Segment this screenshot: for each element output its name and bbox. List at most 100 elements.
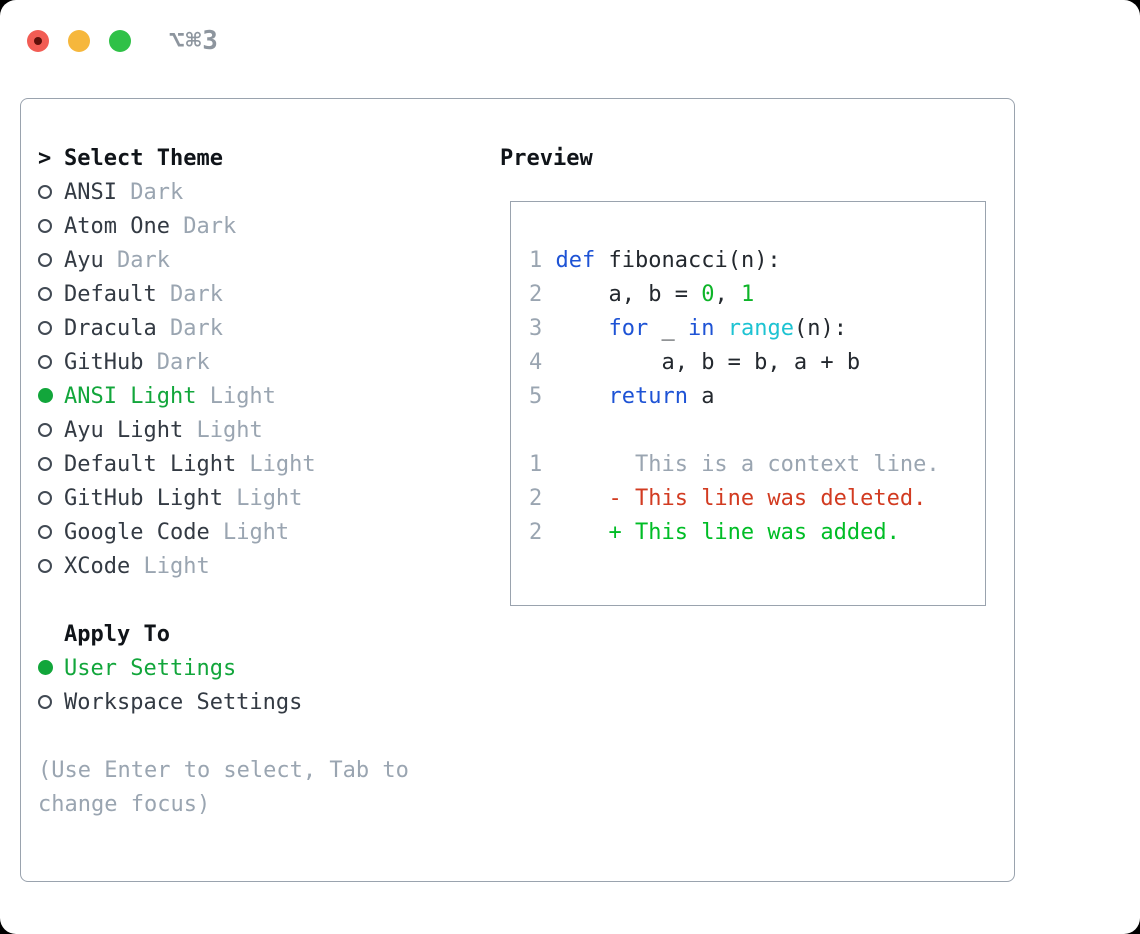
circle-icon: [38, 491, 52, 505]
option-label: Atom One: [64, 214, 170, 239]
line-number: 2: [529, 282, 543, 307]
variant-label: Light: [222, 486, 303, 511]
token-plain: [714, 316, 727, 341]
titlebar: ⌥⌘3: [27, 26, 219, 56]
circle-icon: [38, 287, 52, 301]
selected-radio-icon: [38, 652, 64, 686]
minimize-button[interactable]: [68, 30, 90, 52]
token-plain: a: [687, 384, 715, 409]
option-label: Default Light: [64, 452, 237, 477]
code-line: 5 return a: [529, 380, 985, 414]
close-button[interactable]: [27, 30, 49, 52]
theme-option-default-light[interactable]: Default Light Light: [38, 448, 468, 482]
theme-option-dracula[interactable]: Dracula Dark: [38, 312, 468, 346]
option-label: Dracula: [64, 316, 157, 341]
variant-label: Light: [196, 384, 276, 409]
radio-icon: [38, 516, 64, 550]
select-theme-header: > Select Theme: [38, 142, 468, 176]
token-plain: ,: [714, 282, 741, 307]
blank-line: [529, 414, 985, 448]
token-plain: _: [648, 316, 688, 341]
token-plain: [556, 384, 609, 409]
option-label: GitHub Light: [64, 486, 223, 511]
theme-option-github[interactable]: GitHub Dark: [38, 346, 468, 380]
token-num: 0: [701, 282, 715, 307]
theme-option-ayu-light[interactable]: Ayu Light Light: [38, 414, 468, 448]
theme-option-atom-one[interactable]: Atom One Dark: [38, 210, 468, 244]
line-number: 2: [529, 486, 543, 511]
variant-label: Dark: [143, 350, 210, 375]
apply-option-workspace-settings[interactable]: Workspace Settings: [38, 686, 468, 720]
token-kw: for: [608, 316, 649, 341]
theme-option-google-code[interactable]: Google Code Light: [38, 516, 468, 550]
circle-icon: [38, 695, 52, 709]
filled-circle-icon: [38, 660, 53, 675]
zoom-button[interactable]: [109, 30, 131, 52]
variant-label: Light: [130, 554, 210, 579]
radio-icon: [38, 312, 64, 346]
apply-option-user-settings[interactable]: User Settings: [38, 652, 468, 686]
theme-option-ansi-light[interactable]: ANSI Light Light: [38, 380, 468, 414]
theme-option-ayu[interactable]: Ayu Dark: [38, 244, 468, 278]
theme-option-default[interactable]: Default Dark: [38, 278, 468, 312]
radio-icon: [38, 482, 64, 516]
variant-label: Dark: [116, 180, 184, 205]
line-number: 1: [529, 452, 543, 477]
apply-to-title: Apply To: [64, 622, 170, 647]
option-label: Ayu Light: [64, 418, 184, 443]
option-label: ANSI Light: [64, 384, 197, 409]
token-kw: in: [687, 316, 715, 341]
radio-icon: [38, 210, 64, 244]
radio-icon: [38, 278, 64, 312]
circle-icon: [38, 525, 52, 539]
circle-icon: [38, 321, 52, 335]
token-fn: range: [727, 316, 794, 341]
radio-icon: [38, 686, 64, 720]
variant-label: Light: [209, 520, 290, 545]
code-line: 3 for _ in range(n):: [529, 312, 985, 346]
theme-option-ansi[interactable]: ANSI Dark: [38, 176, 468, 210]
code-line: 2 a, b = 0, 1: [529, 278, 985, 312]
circle-icon: [38, 423, 52, 437]
code-line: 4 a, b = b, a + b: [529, 346, 985, 380]
token-plain: [556, 316, 609, 341]
option-label: Google Code: [64, 520, 210, 545]
variant-label: Dark: [103, 248, 170, 273]
theme-option-xcode[interactable]: XCode Light: [38, 550, 468, 584]
prompt-caret: >: [38, 146, 52, 171]
radio-icon: [38, 550, 64, 584]
diff-text: This is a context line.: [542, 452, 940, 477]
variant-label: Dark: [169, 214, 237, 239]
help-hint: (Use Enter to select, Tab to change focu…: [38, 758, 409, 817]
diff-text: + This line was added.: [542, 520, 900, 545]
option-label: Ayu: [64, 248, 104, 273]
option-label: GitHub: [64, 350, 144, 375]
preview-title: Preview: [500, 146, 593, 171]
circle-icon: [38, 457, 52, 471]
diff-line-context: 1 This is a context line.: [529, 448, 985, 482]
radio-icon: [38, 176, 64, 210]
option-label: Default: [64, 282, 157, 307]
theme-option-github-light[interactable]: GitHub Light Light: [38, 482, 468, 516]
apply-to-header: Apply To: [38, 618, 468, 652]
window-shortcut-label: ⌥⌘3: [169, 26, 219, 56]
circle-icon: [38, 253, 52, 267]
line-number: 2: [529, 520, 543, 545]
select-theme-title: Select Theme: [64, 146, 223, 171]
line-number: 4: [529, 350, 543, 375]
token-plain: (n):: [793, 316, 847, 341]
variant-label: Light: [183, 418, 263, 443]
option-label: ANSI: [64, 180, 117, 205]
code-line: 1 def fibonacci(n):: [529, 244, 985, 278]
diff-text: - This line was deleted.: [542, 486, 927, 511]
circle-icon: [38, 219, 52, 233]
radio-icon: [38, 414, 64, 448]
token-plain: a, b =: [555, 282, 702, 307]
